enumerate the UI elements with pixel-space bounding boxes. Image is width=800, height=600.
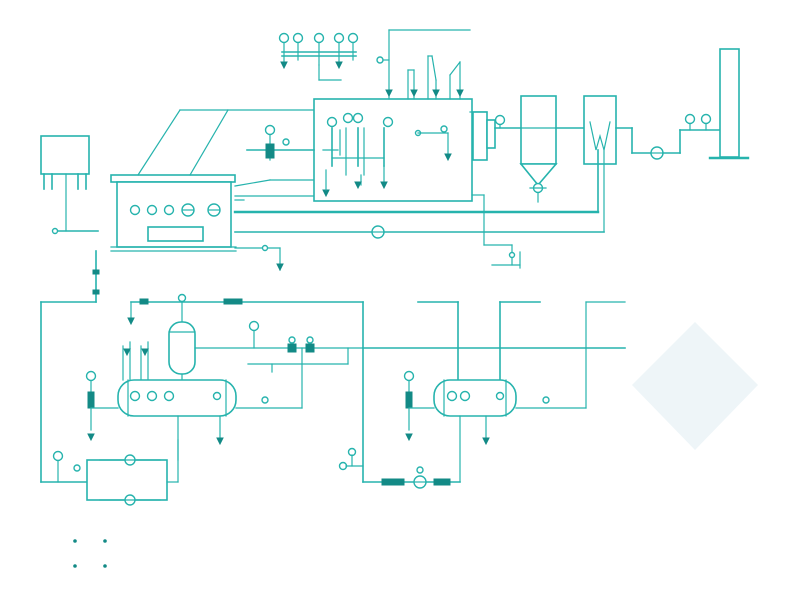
boiler-instruments (322, 112, 452, 198)
boiler-icon (313, 98, 496, 202)
chimney-icon (708, 48, 750, 160)
heat-exchanger-icon (86, 454, 168, 506)
fan-icon (650, 146, 664, 160)
deaerator-icon (110, 109, 315, 252)
pump-icon (413, 475, 427, 489)
watermark-logo-icon (632, 322, 758, 450)
sub-cylinder-icon (117, 347, 303, 417)
steam-drum-icon (168, 293, 364, 383)
steam-header (278, 32, 359, 81)
cyclone-separator-icon (519, 95, 558, 203)
sub-cylinder-icon (433, 379, 587, 417)
legend (73, 539, 107, 568)
water-tank-icon (40, 135, 90, 232)
pump-icon (371, 225, 385, 239)
bag-filter-icon (583, 95, 617, 165)
